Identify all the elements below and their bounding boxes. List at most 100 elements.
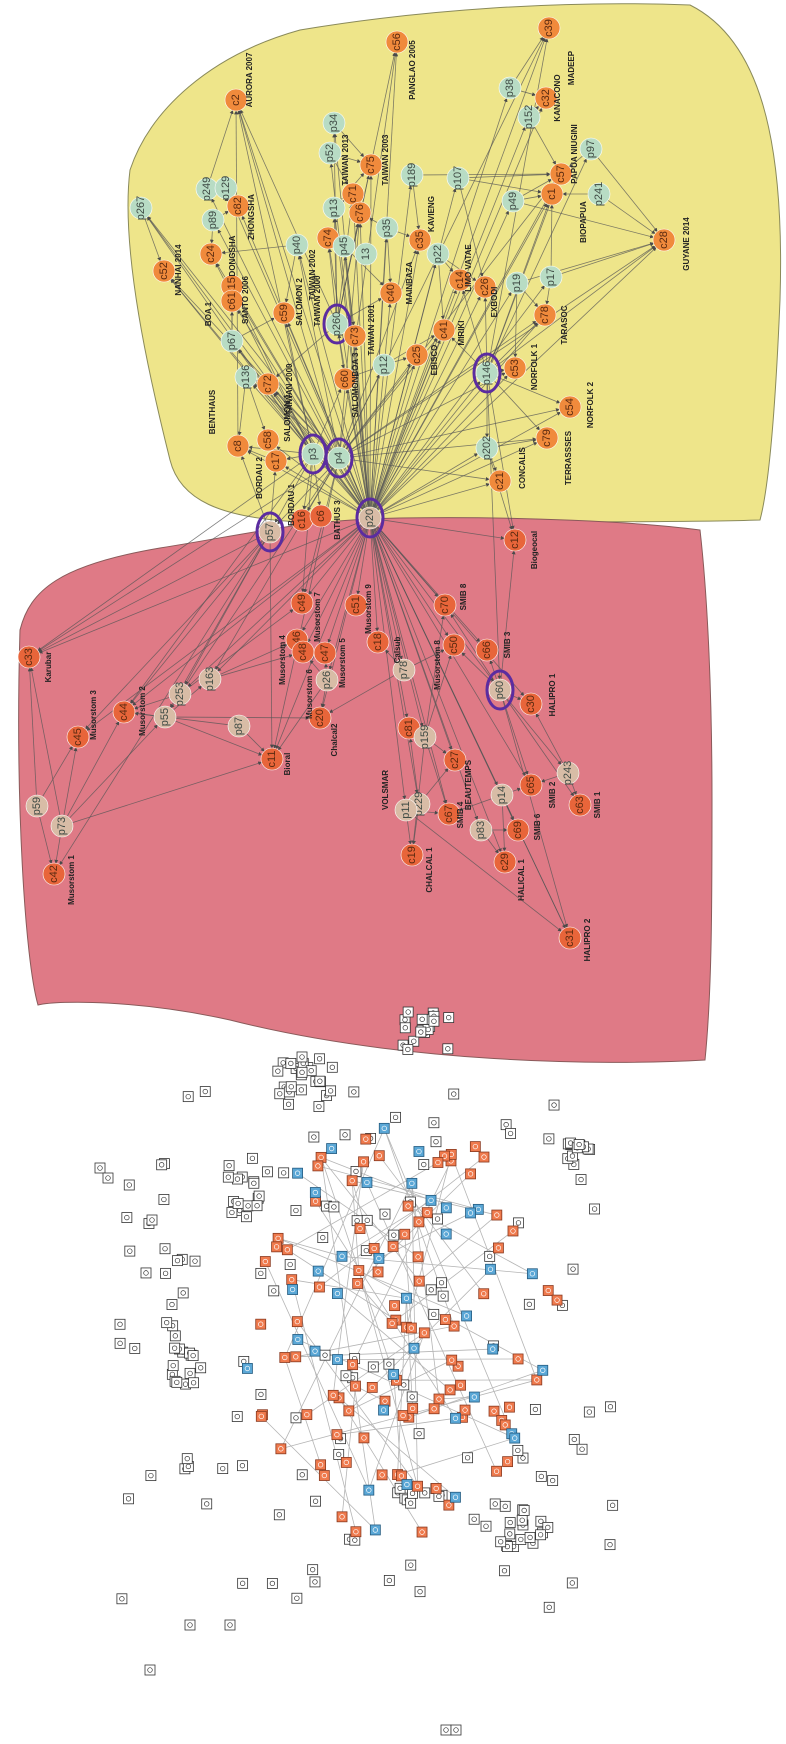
lower-node-orange-306 <box>459 1404 471 1416</box>
node-circle-p14 <box>490 783 514 807</box>
lower-node-box-plain-24 <box>305 1065 317 1077</box>
lower-node-plain-184 <box>156 1159 168 1171</box>
highlight-ring-p146 <box>472 352 502 394</box>
node-label-p13: p13 <box>328 199 340 217</box>
node-label-c25: c25 <box>411 346 423 364</box>
lbl-tarasoc: TARASOC <box>560 305 569 344</box>
lbl-miriki: MIRIKI <box>457 321 466 346</box>
lower-node-orange-288 <box>275 1443 287 1455</box>
lower-node-glyph-plain-223 <box>434 1216 441 1222</box>
lower-edge-36 <box>315 1200 456 1419</box>
lower-node-glyph-orange-264 <box>293 1354 299 1360</box>
lower-node-blue-349 <box>332 1354 343 1365</box>
lower-node-plain-176 <box>418 1159 430 1170</box>
lower-node-box-plain-96 <box>468 1513 480 1525</box>
lower-node-glyph-plain-228 <box>185 1093 191 1100</box>
node-label-c19: c19 <box>406 846 418 864</box>
lower-node-glyph-plain-107 <box>422 1490 428 1496</box>
node-circle-c24 <box>199 242 223 266</box>
lower-node-orange-291 <box>499 1419 511 1431</box>
lower-node-plain-204 <box>484 1250 496 1262</box>
edge-p73-c42 <box>54 836 61 864</box>
node-label-c54: c54 <box>564 398 576 416</box>
lower-node-blue-341 <box>425 1194 437 1206</box>
node-p49: p49 <box>501 189 525 213</box>
lower-node-glyph-blue-363 <box>409 1180 415 1187</box>
lower-node-box-plain-226 <box>437 1290 449 1302</box>
lower-node-glyph-plain-117 <box>576 1141 582 1148</box>
lower-node-glyph-plain-163 <box>351 1089 357 1095</box>
lower-node-plain-42 <box>232 1173 243 1185</box>
node-c53: c53 <box>503 356 527 380</box>
node-label-p22: p22 <box>432 245 444 263</box>
lower-node-glyph-plain-58 <box>578 1176 584 1183</box>
lower-node-box-orange-291 <box>499 1419 511 1431</box>
lower-node-orange-311 <box>444 1384 456 1396</box>
node-circle-c60n <box>333 367 357 391</box>
node-p202: p202 <box>475 436 499 460</box>
lower-node-box-plain-48 <box>242 1200 254 1212</box>
lower-node-glyph-plain-138 <box>607 1404 614 1410</box>
node-label-c27: c27 <box>449 751 461 769</box>
lower-node-plain-198 <box>512 1444 524 1456</box>
lower-node-plain-154 <box>529 1404 541 1415</box>
node-circle-p13 <box>322 196 346 220</box>
edge-p97-c57 <box>568 155 583 168</box>
edge-p20-p38 <box>373 97 508 508</box>
lower-node-glyph-orange-270 <box>369 1384 375 1391</box>
lower-node-blue-348 <box>336 1250 348 1262</box>
lower-node-glyph-plain-212 <box>271 1288 277 1294</box>
lower-node-box-orange-274 <box>340 1457 352 1468</box>
lower-node-plain-72 <box>195 1362 207 1374</box>
lower-node-plain-144 <box>425 1284 437 1296</box>
lower-node-plain-138 <box>605 1401 616 1413</box>
lower-node-box-plain-123 <box>290 1205 302 1216</box>
lower-node-box-plain-100 <box>480 1520 492 1532</box>
lower-node-glyph-plain-191 <box>299 1472 305 1478</box>
node-c29: c29 <box>493 850 517 874</box>
lower-node-glyph-plain-196 <box>171 1345 178 1351</box>
edge-p55-c11 <box>175 720 263 756</box>
node-p26: p26 <box>315 668 339 692</box>
lower-node-box-plain-155 <box>390 1111 401 1123</box>
lower-node-glyph-plain-211 <box>591 1206 598 1212</box>
lbl-salomon-1: SALOMON 1 <box>283 394 292 442</box>
node-label-c79: c79 <box>541 429 553 447</box>
node-label-p163: p163 <box>204 667 216 691</box>
lower-node-glyph-plain-229 <box>498 1539 504 1545</box>
lower-node-box-plain-208 <box>333 1449 345 1460</box>
lower-node-box-orange-260 <box>465 1168 476 1180</box>
edge-p146-c54 <box>497 376 561 404</box>
edge-p22-c14 <box>444 262 454 273</box>
lower-node-glyph-plain-45 <box>225 1174 231 1180</box>
edge-p107-c57 <box>468 172 551 178</box>
edge-p12-c25 <box>394 357 408 363</box>
lower-node-box-plain-39 <box>314 1075 326 1087</box>
lbl-calsub: Calsub <box>393 637 402 664</box>
lower-node-plain-134 <box>583 1406 595 1418</box>
lower-edge-43 <box>320 1157 432 1201</box>
node-p189: p189 <box>400 163 424 187</box>
lower-node-box-orange-323 <box>428 1403 440 1415</box>
lower-node-box-plain-199 <box>217 1463 229 1475</box>
node-label-c60n: c60 <box>339 370 351 388</box>
lower-node-box-plain-190 <box>568 1434 580 1445</box>
lower-node-box-blue-331 <box>450 1491 461 1503</box>
lower-node-box-orange-275 <box>504 1401 515 1413</box>
lbl-zhongsha: ZHONGSHA <box>247 194 256 240</box>
lower-node-glyph-plain-198 <box>515 1447 521 1454</box>
lower-edge-14 <box>358 1270 543 1371</box>
lower-node-glyph-plain-134 <box>586 1409 592 1415</box>
lower-node-glyph-plain-28 <box>275 1068 281 1074</box>
lower-node-plain-227 <box>543 1133 555 1145</box>
lower-node-glyph-orange-266 <box>346 1408 352 1414</box>
node-p83: p83 <box>469 818 493 842</box>
lower-node-plain-181 <box>367 1361 379 1373</box>
node-label-c44: c44 <box>118 703 130 721</box>
lower-node-glyph-blue-361 <box>289 1286 296 1293</box>
node-label-p40: p40 <box>291 236 303 254</box>
lower-node-box-plain-16 <box>402 1044 414 1055</box>
lower-node-glyph-plain-128 <box>526 1301 532 1307</box>
lower-node-box-orange-310 <box>379 1395 391 1407</box>
lower-node-box-orange-254 <box>469 1141 481 1152</box>
